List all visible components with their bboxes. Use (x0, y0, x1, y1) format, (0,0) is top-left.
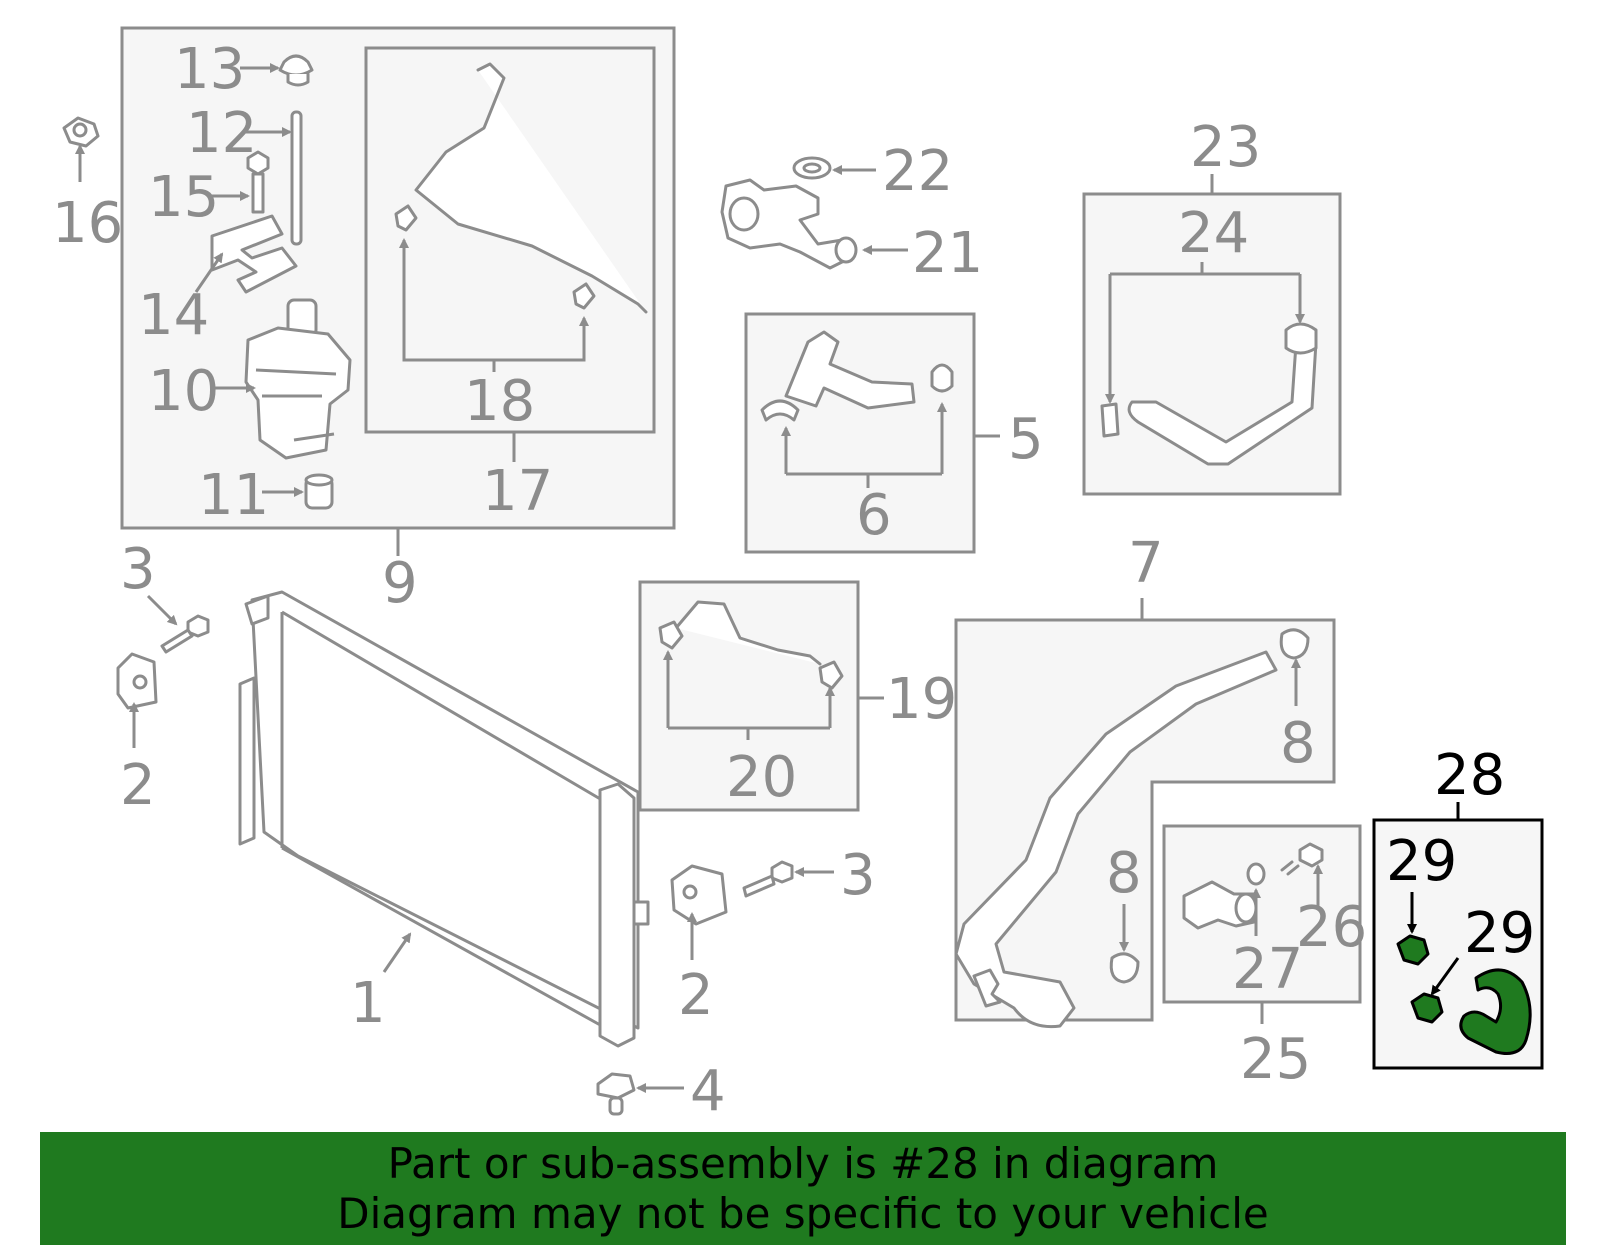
water-outlet-21-part[interactable] (720, 178, 858, 270)
radiator-part[interactable] (238, 590, 650, 1048)
label-3-right: 3 (840, 843, 876, 908)
clamp-24-part[interactable] (1100, 322, 1318, 438)
bolt-15-part[interactable] (246, 150, 270, 214)
label-4: 4 (690, 1059, 726, 1124)
bolt-3-left-part[interactable] (160, 614, 210, 654)
label-6: 6 (856, 483, 892, 548)
label-10: 10 (148, 359, 219, 424)
bracket-2-right-part[interactable] (670, 864, 728, 926)
grommet-11-part[interactable] (304, 473, 334, 510)
clamp-8-part[interactable] (1109, 628, 1310, 984)
label-19: 19 (886, 667, 957, 732)
label-11: 11 (198, 463, 269, 528)
label-13: 13 (174, 37, 245, 102)
clamp-29-lower-part[interactable] (1410, 992, 1444, 1024)
label-22: 22 (882, 139, 953, 204)
clamp-29-upper-part[interactable] (1396, 934, 1430, 966)
label-7: 7 (1128, 531, 1164, 596)
label-8-lower: 8 (1106, 841, 1142, 906)
label-8-upper: 8 (1280, 711, 1316, 776)
sensor-box-25: 27 26 25 (1162, 824, 1367, 1092)
label-15: 15 (148, 165, 219, 230)
washer-part[interactable] (1246, 862, 1266, 886)
callout-18-bracket (402, 240, 586, 372)
reservoir-cap-part[interactable] (278, 54, 314, 87)
label-26: 26 (1296, 895, 1367, 960)
label-1: 1 (350, 971, 386, 1036)
label-28: 28 (1434, 743, 1505, 808)
label-17: 17 (482, 459, 553, 524)
info-banner: Part or sub-assembly is #28 in diagram D… (40, 1132, 1566, 1245)
bracket-14-part[interactable] (210, 214, 298, 294)
hose-box-19: 19 20 (638, 580, 957, 812)
label-12: 12 (186, 101, 257, 166)
label-24: 24 (1178, 201, 1249, 266)
label-27: 27 (1232, 937, 1303, 1002)
overflow-hose-part[interactable] (414, 62, 648, 314)
banner-line-2: Diagram may not be specific to your vehi… (337, 1188, 1269, 1238)
hose-clip-part[interactable] (394, 204, 596, 310)
clip-20-part[interactable] (658, 620, 844, 690)
reservoir-tank-part[interactable] (244, 298, 352, 460)
label-2-left: 2 (120, 753, 156, 818)
label-29-right: 29 (1464, 901, 1535, 966)
rod-part[interactable] (290, 110, 303, 246)
reservoir-assembly-box: 13 12 15 14 10 11 18 17 9 (120, 26, 676, 616)
hose-box-23: 23 24 (1082, 115, 1342, 496)
label-2-right: 2 (678, 963, 714, 1028)
label-29-left: 29 (1386, 829, 1457, 894)
label-25: 25 (1240, 1027, 1311, 1092)
label-23: 23 (1190, 115, 1261, 180)
label-5: 5 (1008, 407, 1044, 472)
banner-line-1: Part or sub-assembly is #28 in diagram (387, 1138, 1219, 1188)
bolt-26-part[interactable] (1280, 842, 1324, 876)
label-16: 16 (52, 191, 123, 256)
nut-16-part[interactable] (62, 116, 100, 148)
gasket-22-part[interactable] (792, 156, 832, 180)
label-3-left: 3 (120, 537, 156, 602)
mount-4-part[interactable] (596, 1072, 636, 1116)
label-14: 14 (138, 283, 209, 348)
clamp-6-part[interactable] (760, 363, 954, 422)
label-18: 18 (464, 369, 535, 434)
label-20: 20 (726, 745, 797, 810)
hose-19-part[interactable] (674, 600, 822, 666)
bracket-2-left-part[interactable] (116, 652, 158, 710)
hose-28-part[interactable] (1459, 968, 1532, 1055)
hose-box-7: 7 8 8 (954, 531, 1336, 1029)
bolt-3-right-part[interactable] (742, 860, 794, 898)
hose-5-part[interactable] (784, 330, 916, 410)
hose-box-5: 5 6 (744, 312, 1044, 554)
highlighted-assembly-28[interactable]: 28 29 29 (1372, 743, 1544, 1070)
label-9: 9 (382, 551, 418, 616)
label-21: 21 (912, 221, 983, 286)
